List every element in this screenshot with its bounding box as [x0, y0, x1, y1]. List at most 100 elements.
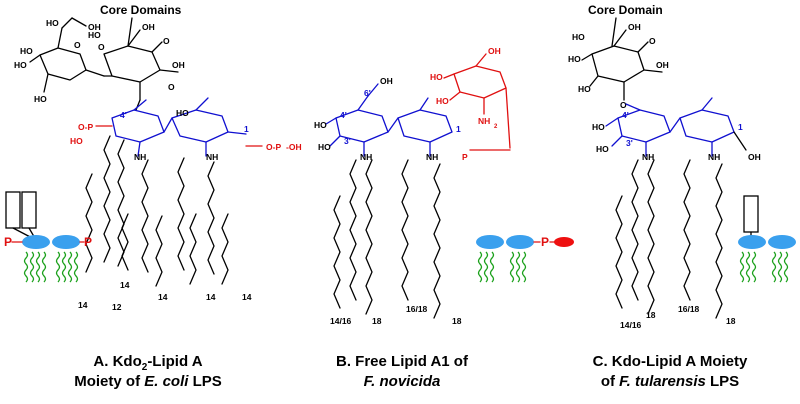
svg-text:1: 1 — [456, 124, 461, 134]
schematic-galactosamine — [554, 237, 574, 247]
svg-text:OH: OH — [656, 60, 669, 70]
schematic-sugar — [52, 235, 80, 249]
svg-text:O-P: O-P — [78, 122, 93, 132]
svg-text:-OH: -OH — [286, 142, 302, 152]
svg-text:OH: OH — [488, 46, 501, 56]
svg-text:14/16: 14/16 — [330, 316, 352, 326]
svg-text:14/16: 14/16 — [620, 320, 642, 330]
panel-c-structure: Core Domain HO OH O OH HO HO O — [568, 3, 796, 390]
panel-b-acyl-chains — [333, 159, 441, 319]
svg-text:HO: HO — [436, 96, 449, 106]
panel-a-glucosamine: 4' 1 HO NH NH — [111, 97, 249, 162]
svg-text:4': 4' — [340, 110, 347, 120]
svg-text:6': 6' — [364, 88, 371, 98]
svg-text:O: O — [168, 82, 175, 92]
svg-text:O-P: O-P — [266, 142, 281, 152]
kdo-sugar-2: HO OH O OH O O — [88, 22, 185, 111]
svg-text:OH: OH — [748, 152, 761, 162]
panel-c-core-domain-label: Core Domain — [588, 3, 663, 17]
svg-text:3': 3' — [626, 138, 633, 148]
schematic-sugar — [476, 235, 504, 249]
schematic-sugar — [738, 235, 766, 249]
panel-a-acyl-chains — [85, 135, 229, 287]
svg-text:P: P — [462, 152, 468, 162]
svg-text:HO: HO — [592, 122, 605, 132]
panel-b-structure: 6' 4' 3' 1 OH HO HO NH NH OH HO HO NH 2 … — [314, 46, 574, 390]
svg-text:4': 4' — [120, 110, 127, 120]
panel-a-core-domains-label: Core Domains — [100, 3, 182, 17]
panel-b-galactosamine: OH HO HO NH 2 P — [430, 46, 511, 162]
svg-text:OH: OH — [380, 76, 393, 86]
panel-c-schematic — [738, 195, 796, 283]
svg-text:O: O — [649, 36, 656, 46]
svg-text:4': 4' — [622, 110, 629, 120]
svg-text:18: 18 — [452, 316, 462, 326]
svg-text:NH: NH — [360, 152, 372, 162]
core-domain-bond — [611, 17, 617, 47]
svg-text:HO: HO — [318, 142, 331, 152]
panel-c-acyl-chains — [615, 159, 723, 319]
kdo-sugar-1: HO HO OH O HO HO — [14, 17, 105, 104]
core-domain-bond — [127, 17, 133, 47]
schematic-sugar — [506, 235, 534, 249]
svg-text:HO: HO — [430, 72, 443, 82]
svg-text:OH: OH — [628, 22, 641, 32]
panel-a-caption-line2: Moiety of E. coli LPS — [74, 373, 222, 390]
schematic-sugar — [22, 235, 50, 249]
svg-text:NH: NH — [478, 116, 490, 126]
svg-text:1: 1 — [244, 124, 249, 134]
svg-text:O: O — [620, 100, 627, 110]
panel-c-chain-length-labels: 14/16 18 16/18 18 — [620, 304, 736, 330]
svg-text:O: O — [163, 36, 170, 46]
panel-b-caption-line2: F. novicida — [364, 373, 441, 390]
panel-c-caption-line2: of F. tularensis LPS — [601, 373, 739, 390]
panel-a-caption-line1: A. Kdo2-Lipid A — [93, 353, 202, 373]
kdo-sugar-c: HO OH O OH HO HO O — [568, 22, 669, 110]
svg-text:OH: OH — [88, 22, 101, 32]
svg-text:HO: HO — [572, 32, 585, 42]
svg-text:14: 14 — [242, 292, 252, 302]
svg-text:O: O — [98, 42, 105, 52]
panel-a-chain-length-labels: 14 14 12 14 14 14 — [78, 280, 252, 312]
svg-text:NH: NH — [642, 152, 654, 162]
svg-text:2: 2 — [494, 124, 498, 130]
svg-text:HO: HO — [70, 136, 83, 146]
panel-a-structure: Core Domains HO HO OH O HO HO — [4, 3, 302, 390]
panel-b-caption-line1: B. Free Lipid A1 of — [336, 353, 469, 370]
svg-text:P: P — [541, 235, 549, 249]
panel-b-schematic: P — [476, 235, 574, 283]
panel-b-chain-length-labels: 14/16 18 16/18 18 — [330, 304, 462, 326]
svg-text:12: 12 — [112, 302, 122, 312]
panel-c-caption-line1: C. Kdo-Lipid A Moiety — [593, 353, 748, 370]
panel-b-glucosamine: 6' 4' 3' 1 OH HO HO NH NH — [314, 76, 461, 162]
svg-text:3': 3' — [344, 136, 351, 146]
svg-text:P: P — [4, 235, 12, 249]
svg-text:NH: NH — [134, 152, 146, 162]
svg-text:18: 18 — [726, 316, 736, 326]
svg-text:NH: NH — [206, 152, 218, 162]
svg-text:OH: OH — [142, 22, 155, 32]
svg-text:HO: HO — [176, 108, 189, 118]
svg-text:HO: HO — [88, 30, 101, 40]
svg-text:O: O — [74, 40, 81, 50]
svg-text:1: 1 — [738, 122, 743, 132]
svg-text:16/18: 16/18 — [678, 304, 700, 314]
svg-text:P: P — [84, 235, 92, 249]
svg-text:14: 14 — [120, 280, 130, 290]
svg-text:HO: HO — [568, 54, 581, 64]
svg-text:14: 14 — [206, 292, 216, 302]
svg-text:16/18: 16/18 — [406, 304, 428, 314]
svg-text:NH: NH — [708, 152, 720, 162]
svg-text:14: 14 — [158, 292, 168, 302]
svg-text:18: 18 — [646, 310, 656, 320]
svg-text:OH: OH — [172, 60, 185, 70]
schematic-sugar — [768, 235, 796, 249]
svg-text:14: 14 — [78, 300, 88, 310]
svg-text:HO: HO — [596, 144, 609, 154]
svg-text:NH: NH — [426, 152, 438, 162]
svg-text:HO: HO — [46, 18, 59, 28]
panel-a-phosphates: O-P HO O-P -OH — [70, 122, 302, 152]
svg-text:HO: HO — [34, 94, 47, 104]
svg-text:18: 18 — [372, 316, 382, 326]
